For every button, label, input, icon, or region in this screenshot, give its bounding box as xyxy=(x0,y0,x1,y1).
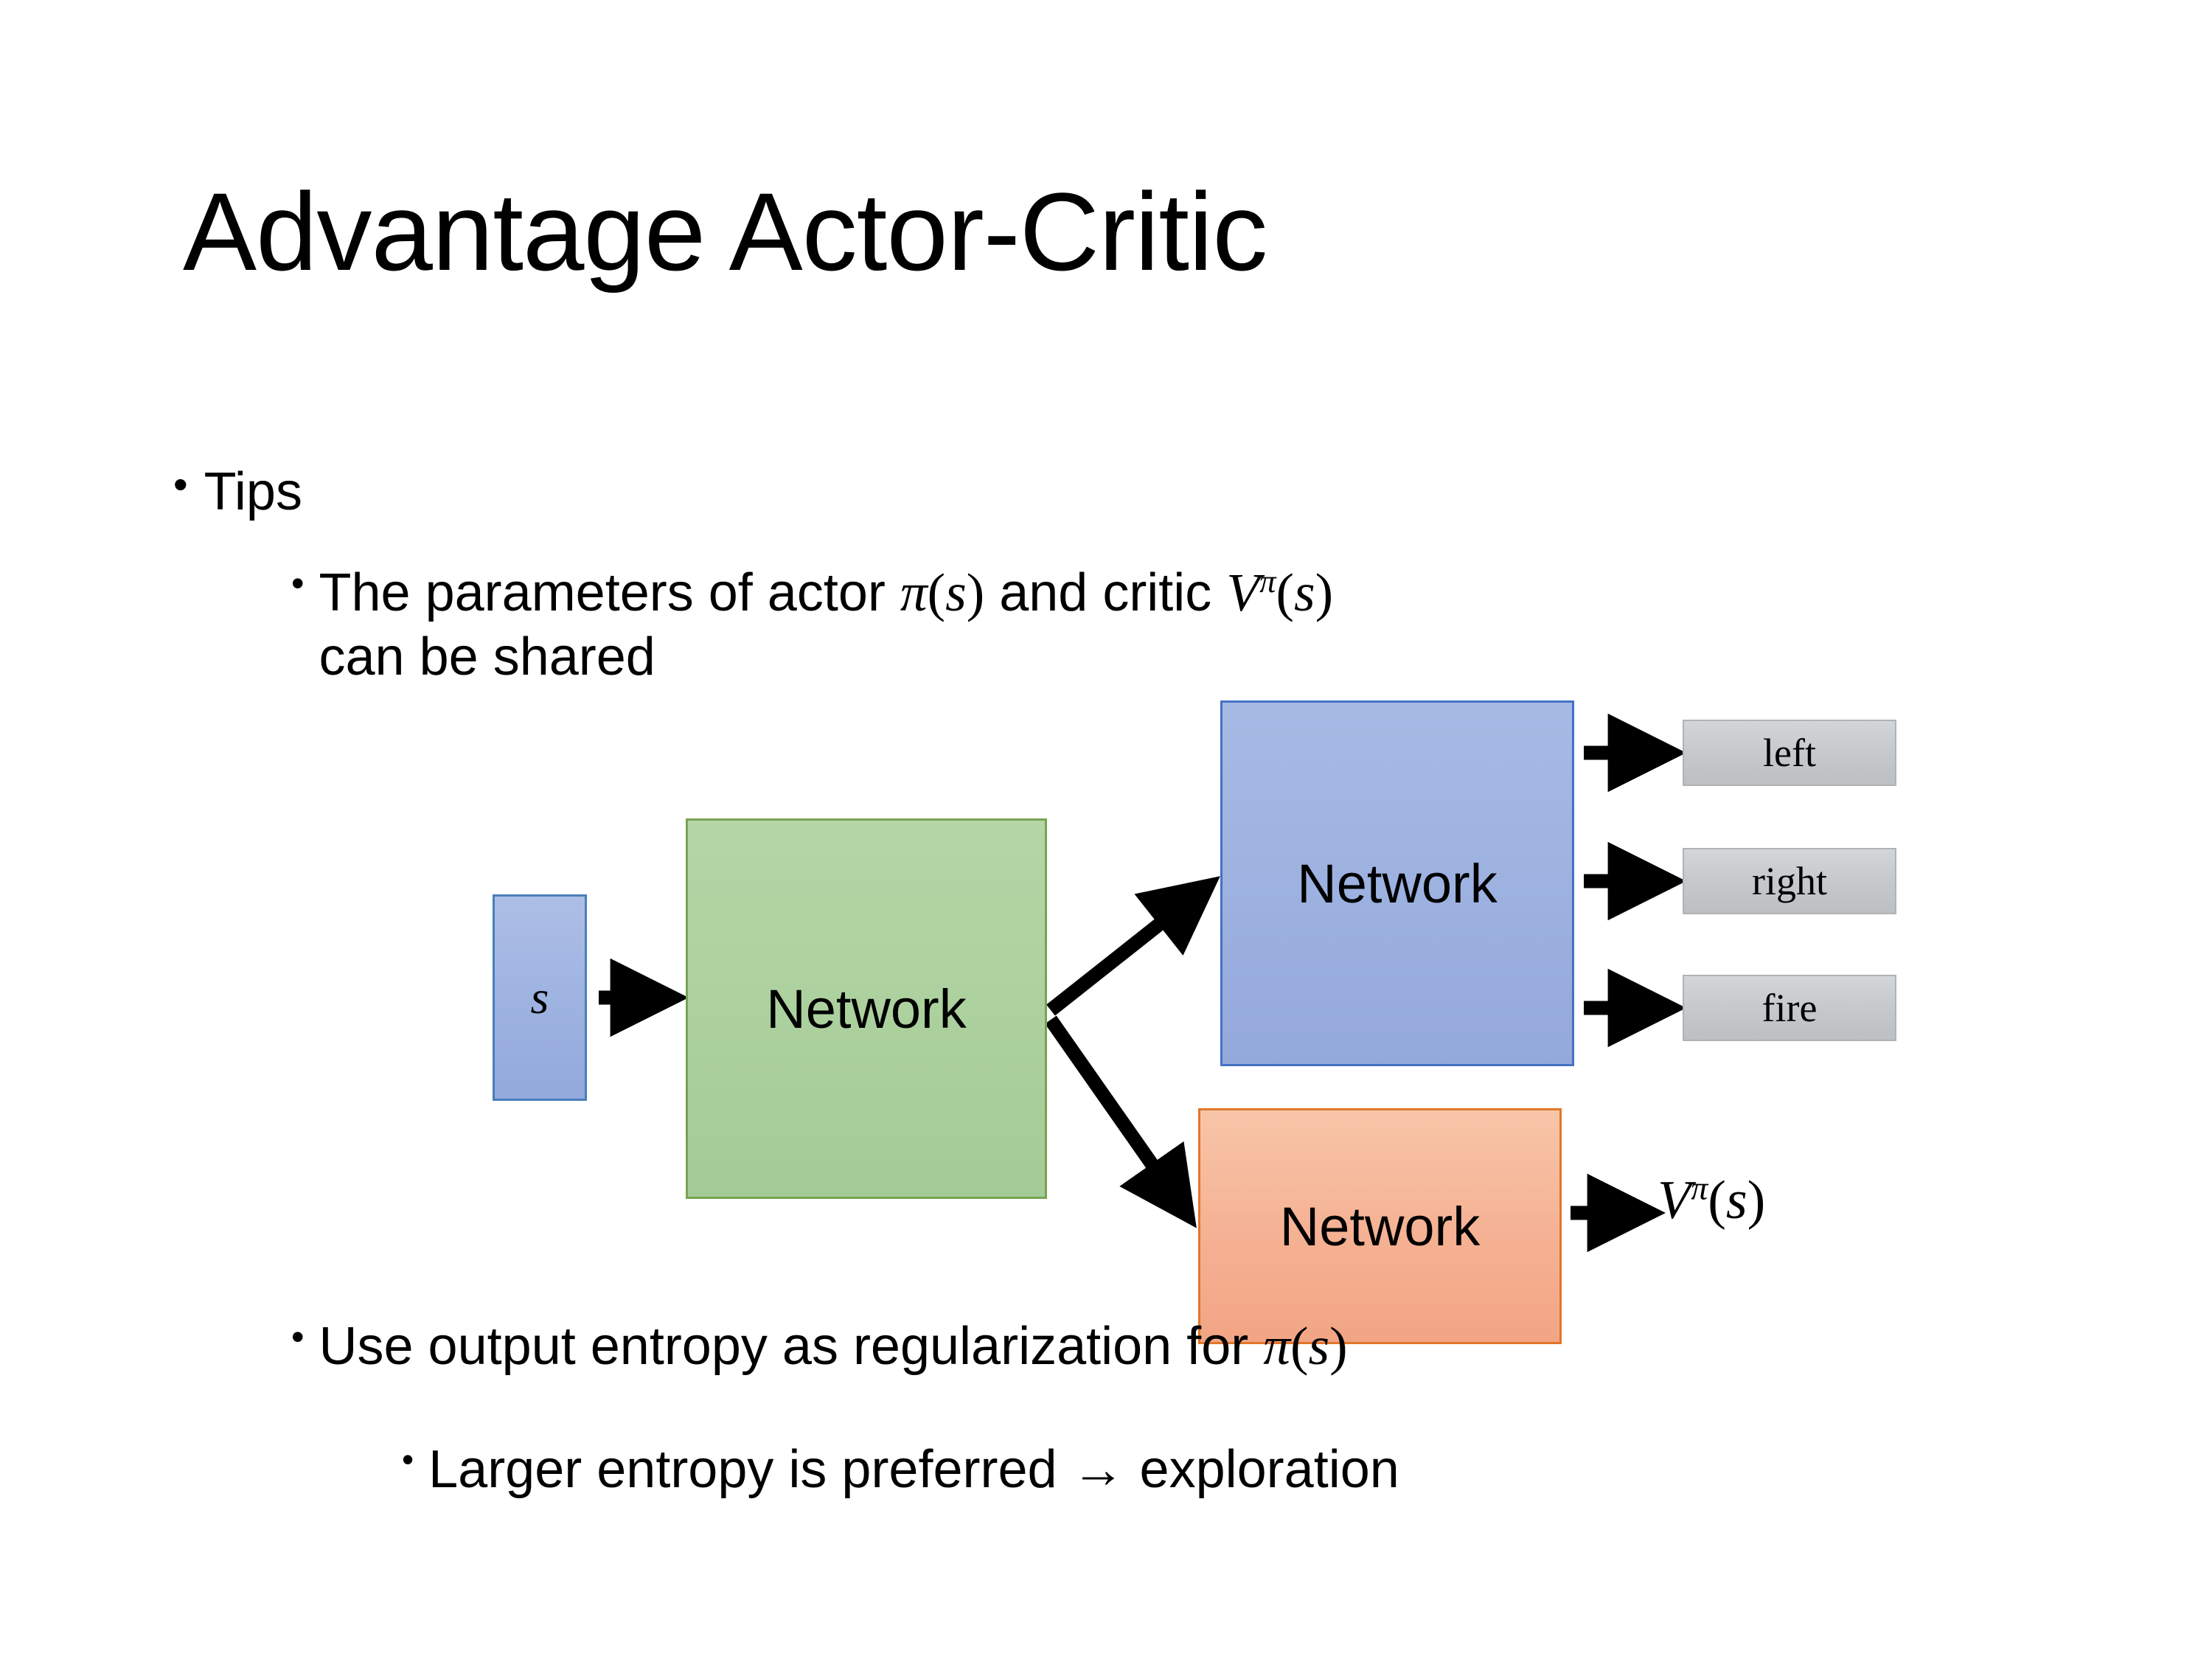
math-paren-close: ) xyxy=(1315,563,1334,622)
action-output-label: right xyxy=(1752,859,1827,903)
bullet-entropy-regularization: • Use output entropy as regularization f… xyxy=(291,1314,1348,1379)
bullet-shared-parameters: • The parameters of actor π(s) and criti… xyxy=(291,560,1987,689)
bullet-tips: • Tips xyxy=(173,461,302,524)
math-paren-open: ( xyxy=(1290,1316,1309,1376)
text-run-3: can be shared xyxy=(319,627,655,687)
shared-network-node[interactable]: Network xyxy=(686,818,1047,1199)
bullet-entropy-regularization-label: Use output entropy as regularization for… xyxy=(319,1314,1348,1379)
action-output-right[interactable]: right xyxy=(1683,848,1896,914)
critic-value-output-label: Vπ(s) xyxy=(1658,1169,1765,1232)
action-output-fire[interactable]: fire xyxy=(1683,975,1896,1041)
actor-network-label: Network xyxy=(1297,852,1498,914)
math-paren-open: ( xyxy=(1708,1170,1726,1231)
page-title: Advantage Actor-Critic xyxy=(183,170,1267,293)
action-output-label: left xyxy=(1763,731,1816,775)
arrow-shared-to-critic xyxy=(1045,1015,1197,1228)
math-V-symbol: V xyxy=(1226,563,1260,622)
math-pi-superscript: π xyxy=(1691,1169,1708,1207)
actor-network-node[interactable]: Network xyxy=(1220,700,1574,1066)
math-paren-open: ( xyxy=(927,563,946,622)
math-pi-superscript: π xyxy=(1259,563,1276,599)
math-paren-close: ) xyxy=(1329,1316,1348,1376)
math-s-symbol: s xyxy=(1725,1170,1747,1231)
math-pi-symbol: π xyxy=(900,563,928,622)
state-node-label: s xyxy=(530,971,549,1023)
bullet-tips-label: Tips xyxy=(204,462,302,521)
critic-network-label: Network xyxy=(1279,1195,1481,1257)
math-s-symbol: s xyxy=(1294,563,1315,622)
critic-network-node[interactable]: Network xyxy=(1198,1108,1562,1344)
bullet-marker-icon: • xyxy=(291,563,305,604)
math-V-symbol: V xyxy=(1658,1170,1691,1231)
bullet-marker-icon: • xyxy=(402,1440,414,1478)
bullet-exploration: • Larger entropy is preferred → explorat… xyxy=(402,1438,1399,1501)
bullet-marker-icon: • xyxy=(291,1316,305,1357)
bullet-exploration-label: Larger entropy is preferred → exploratio… xyxy=(428,1440,1399,1499)
math-paren-close: ) xyxy=(1747,1170,1766,1231)
bullet-shared-parameters-label: The parameters of actor π(s) and critic … xyxy=(319,560,1334,689)
math-paren-close: ) xyxy=(966,563,985,622)
shared-network-label: Network xyxy=(766,978,967,1040)
math-paren-open: ( xyxy=(1276,563,1294,622)
text-run-2: and critic xyxy=(984,563,1227,622)
action-output-label: fire xyxy=(1761,986,1818,1030)
text-run-1: The parameters of actor xyxy=(319,563,900,622)
math-pi-symbol: π xyxy=(1263,1316,1291,1376)
math-s-symbol: s xyxy=(1308,1316,1330,1376)
state-node[interactable]: s xyxy=(493,894,587,1101)
text-run-1: Use output entropy as regularization for xyxy=(319,1317,1264,1376)
action-output-left[interactable]: left xyxy=(1683,720,1896,786)
math-s-symbol: s xyxy=(945,563,967,622)
arrow-shared-to-actor xyxy=(1046,876,1220,1016)
bullet-marker-icon: • xyxy=(173,461,188,507)
